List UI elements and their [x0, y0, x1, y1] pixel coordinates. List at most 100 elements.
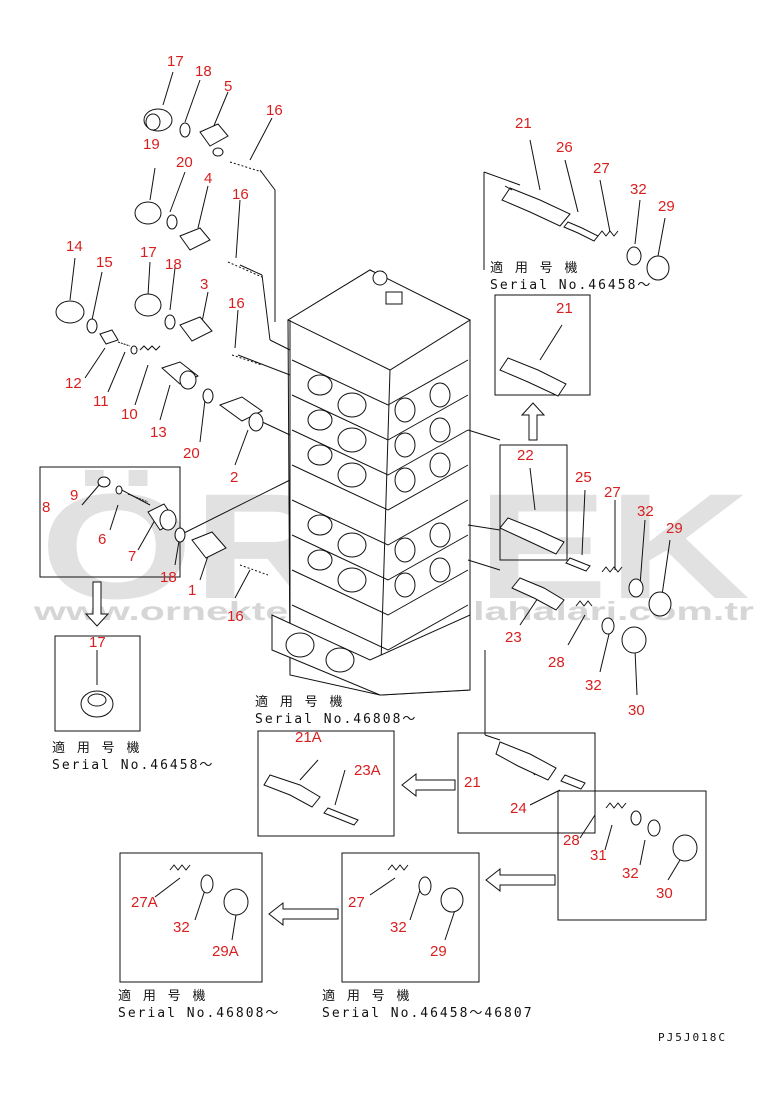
callout-13: 13	[150, 424, 167, 441]
callout-11: 11	[93, 393, 109, 410]
oring-20b	[202, 388, 214, 404]
oring-20a	[166, 214, 178, 230]
spool-21A	[263, 774, 321, 808]
spool-5	[199, 123, 229, 157]
callout-17a: 17	[167, 53, 184, 70]
serial-en-mid: Serial No.46808〜	[255, 712, 417, 727]
callout-23A: 23A	[354, 762, 381, 779]
callout-32b: 32	[637, 503, 654, 520]
spool-21a	[501, 185, 571, 227]
oring-32c	[601, 617, 615, 635]
oring-32e	[418, 876, 432, 896]
arrow-down-left	[84, 581, 110, 627]
plug-29c	[440, 887, 464, 913]
callout-27a: 27	[593, 160, 610, 177]
part-26	[563, 221, 599, 242]
oring-18c	[174, 527, 186, 543]
spring-10	[139, 345, 161, 351]
box-28-30	[557, 790, 707, 921]
box-17-alt	[54, 635, 141, 732]
callout-31: 31	[590, 847, 607, 864]
box-27A-29A	[119, 852, 263, 983]
plug-29b	[648, 591, 672, 617]
callout-16d: 16	[227, 608, 244, 625]
serial-jp-right-top: 適 用 号 機	[490, 260, 579, 276]
spool-21c	[495, 741, 557, 781]
flow-arrows	[84, 402, 556, 927]
callout-27b: 27	[604, 484, 621, 501]
oring-15	[86, 318, 98, 334]
box-21-alt	[494, 294, 591, 396]
callout-21b: 21	[556, 300, 573, 317]
plug-17-alt	[80, 690, 114, 718]
callout-22: 22	[517, 447, 534, 464]
spool-1	[191, 531, 227, 559]
oring-32f	[200, 874, 214, 894]
callout-14: 14	[66, 238, 83, 255]
spring-27c	[387, 864, 409, 871]
callout-29c: 29	[430, 943, 447, 960]
callout-3: 3	[200, 276, 208, 293]
callout-21a: 21	[515, 115, 532, 132]
plug-30b	[672, 834, 698, 862]
part-12	[99, 329, 131, 347]
callout-20a: 20	[176, 154, 193, 171]
valve-body	[271, 269, 472, 696]
callout-9: 9	[70, 487, 78, 504]
callout-32c: 32	[585, 677, 602, 694]
plug-29a	[646, 255, 670, 281]
callout-29b: 29	[666, 520, 683, 537]
parts-right	[169, 185, 698, 916]
oring-32d	[647, 819, 661, 837]
callout-16c: 16	[228, 295, 245, 312]
spring-31	[605, 802, 627, 809]
spool-4	[179, 227, 211, 251]
plug-29A	[223, 888, 249, 916]
oring-32b	[628, 578, 644, 598]
callout-25: 25	[575, 469, 592, 486]
callout-17c: 17	[89, 634, 106, 651]
callout-5: 5	[224, 78, 232, 95]
arrow-left-mid	[401, 772, 456, 798]
callout-29a: 29	[658, 198, 675, 215]
serial-jp-bottom-left: 適 用 号 機	[118, 988, 207, 1004]
callout-21A: 21A	[295, 729, 322, 746]
callout-28b: 28	[563, 832, 580, 849]
oring-18a	[179, 122, 191, 138]
callout-29A: 29A	[212, 943, 239, 960]
callout-18c: 18	[160, 569, 177, 586]
callout-16a: 16	[266, 102, 283, 119]
callout-23: 23	[505, 629, 522, 646]
serial-en-right-top: Serial No.46458〜	[490, 278, 652, 293]
callout-10: 10	[121, 406, 138, 423]
arrow-left-bottom-right	[485, 867, 556, 893]
spring-27A	[169, 864, 191, 871]
callout-32a: 32	[630, 181, 647, 198]
callout-30a: 30	[628, 702, 645, 719]
serial-en-left: Serial No.46458〜	[52, 758, 214, 773]
box-22	[499, 444, 568, 561]
serial-en-bottom-mid: Serial No.46458〜46807	[322, 1006, 534, 1021]
spool-2	[218, 396, 264, 432]
spring-27b	[601, 566, 623, 573]
callouts: 17 18 5 16 19 20 4 16 14 15 17 18 3 16 1…	[42, 53, 683, 960]
oring-32d-a	[630, 810, 642, 826]
parts-left	[55, 108, 269, 718]
spool-22	[499, 517, 565, 555]
box-21A	[257, 730, 395, 837]
callout-15: 15	[96, 254, 113, 271]
plug-17a	[143, 108, 173, 132]
callout-1: 1	[188, 582, 196, 599]
plug-14	[55, 300, 85, 324]
callout-32e: 32	[390, 919, 407, 936]
plug-13	[161, 361, 199, 390]
callout-32d: 32	[622, 865, 639, 882]
spool-23	[511, 577, 565, 611]
spool-21-alt	[499, 357, 567, 397]
callout-19: 19	[143, 136, 160, 153]
plug-17b	[134, 293, 162, 317]
callout-27A: 27A	[131, 894, 158, 911]
part-25	[565, 557, 591, 572]
callout-27c: 27	[348, 894, 365, 911]
